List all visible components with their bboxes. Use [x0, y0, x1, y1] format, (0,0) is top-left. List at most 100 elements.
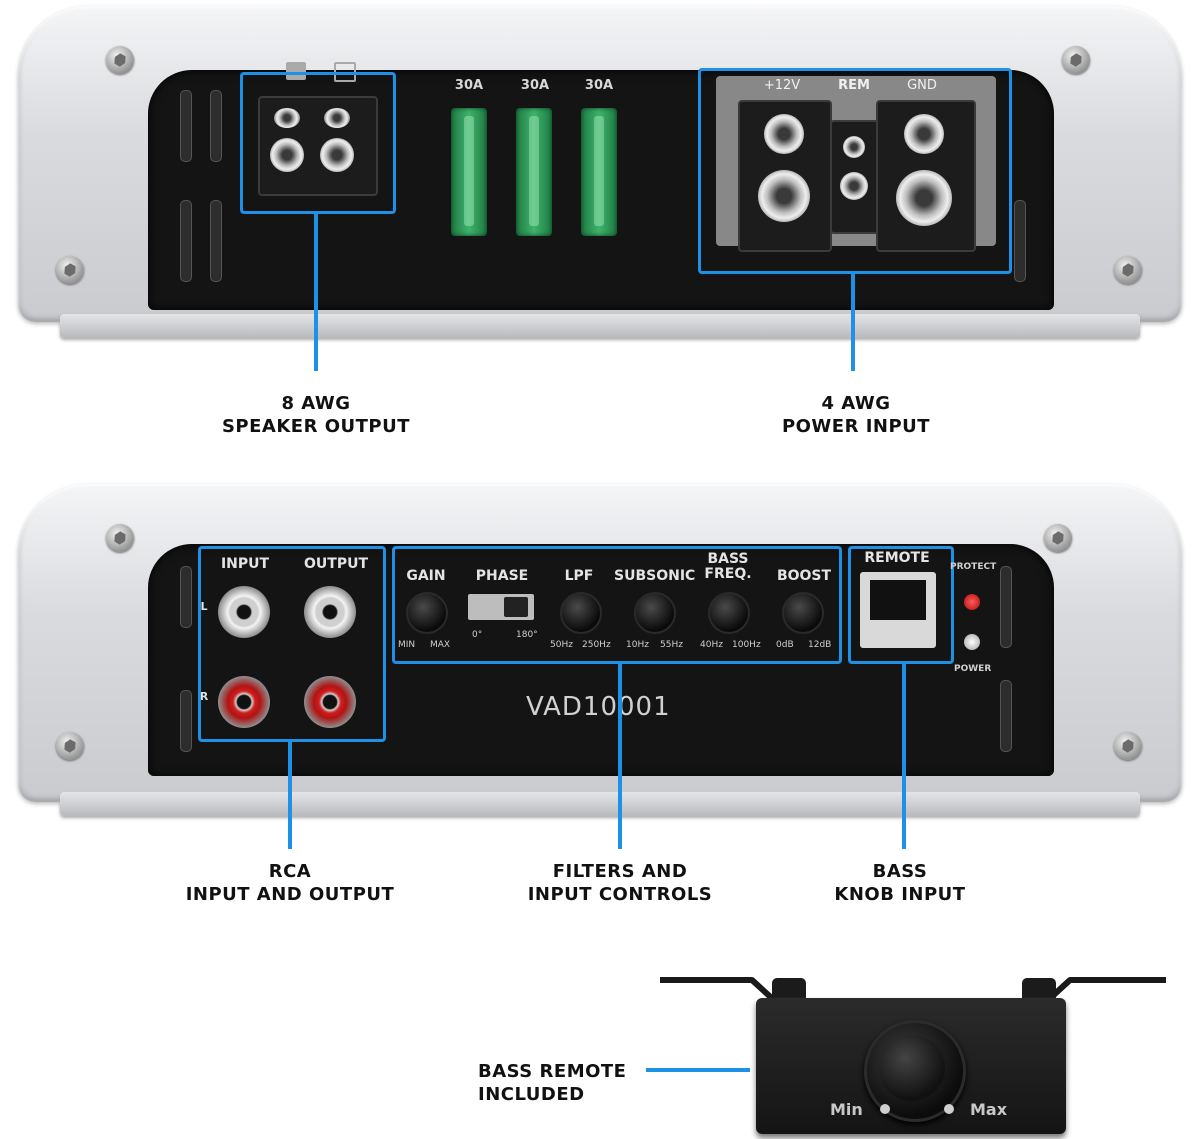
caption-line: KNOB INPUT	[834, 884, 966, 905]
caption-line: RCA	[268, 861, 312, 882]
lpf-label: LPF	[564, 568, 594, 584]
speaker-output-caption: 8 AWG SPEAKER OUTPUT	[196, 392, 436, 438]
boost-knob[interactable]	[782, 592, 824, 634]
fuse	[581, 108, 617, 236]
terminal-socket-icon	[840, 172, 868, 200]
top-amp-base	[60, 314, 1140, 338]
power-input-callout	[698, 68, 1012, 274]
lpf-min-label: 50Hz	[550, 640, 573, 650]
remote-min-label: Min	[830, 1100, 863, 1119]
bass-remote-caption: BASS REMOTE INCLUDED	[478, 1060, 678, 1106]
screw-icon	[56, 256, 84, 284]
gain-knob[interactable]	[406, 592, 448, 634]
caption-line: POWER INPUT	[781, 416, 931, 437]
filters-callout	[392, 546, 842, 664]
caption-line: INCLUDED	[478, 1084, 585, 1105]
remote-callout	[848, 546, 954, 664]
filters-leader	[618, 661, 622, 849]
phase-min-label: 0°	[472, 630, 483, 640]
power-label: POWER	[954, 664, 992, 674]
terminal-screw-icon	[274, 108, 300, 128]
caption-line: INPUT CONTROLS	[527, 884, 713, 905]
fuse	[451, 108, 487, 236]
screw-icon	[106, 46, 134, 74]
fuse-label: 30A	[520, 78, 550, 93]
screw-icon	[1062, 46, 1090, 74]
power-input-leader	[851, 271, 855, 371]
terminal-screw-icon	[324, 108, 350, 128]
power-led	[964, 634, 980, 650]
lpf-knob[interactable]	[560, 592, 602, 634]
subsonic-knob[interactable]	[634, 592, 676, 634]
caption-line: SPEAKER OUTPUT	[221, 416, 411, 437]
subsonic-min-label: 10Hz	[626, 640, 649, 650]
screw-icon	[106, 524, 134, 552]
speaker-terminal-block	[258, 96, 378, 196]
fuse-label: 30A	[584, 78, 614, 93]
screw-icon	[1114, 732, 1142, 760]
phase-max-label: 180°	[516, 630, 538, 640]
vent-slot	[1000, 680, 1012, 752]
rca-input-label: INPUT	[220, 556, 270, 572]
fuse-label: 30A	[454, 78, 484, 93]
remote-label: REMOTE	[864, 550, 930, 566]
phase-switch[interactable]	[468, 594, 534, 620]
model-number: VAD10001	[526, 692, 671, 722]
terminal-screw-icon	[843, 136, 865, 158]
remote-max-label: Max	[970, 1100, 1008, 1119]
power-label-12v: +12V	[763, 78, 801, 93]
protect-label: PROTECT	[950, 562, 997, 572]
power-terminal-gnd	[876, 100, 976, 252]
rca-leader	[288, 739, 292, 849]
power-label-gnd: GND	[907, 78, 937, 93]
caption-line: 4 AWG	[821, 393, 891, 414]
vent-slot	[210, 90, 222, 162]
rca-left-label: L	[200, 600, 208, 613]
bass-freq-knob[interactable]	[708, 592, 750, 634]
terminal-screw-icon	[764, 114, 804, 154]
gain-max-label: MAX	[430, 640, 451, 650]
bass-knob-caption: BASS KNOB INPUT	[780, 860, 1020, 906]
screw-icon	[56, 732, 84, 760]
phase-label: PHASE	[475, 568, 529, 584]
terminal-screw-icon	[320, 138, 354, 172]
vent-slot	[180, 90, 192, 162]
rca-callout	[198, 546, 386, 742]
bass-freq-min-label: 40Hz	[700, 640, 723, 650]
min-indicator-dot	[880, 1104, 890, 1114]
remote-port[interactable]	[860, 572, 936, 648]
max-indicator-dot	[944, 1104, 954, 1114]
rca-caption: RCA INPUT AND OUTPUT	[170, 860, 410, 906]
power-input-caption: 4 AWG POWER INPUT	[736, 392, 976, 438]
rca-output-left-jack[interactable]	[304, 586, 356, 638]
screw-icon	[1044, 524, 1072, 552]
fuse	[516, 108, 552, 236]
vent-slot	[1000, 566, 1012, 648]
caption-line: 8 AWG	[281, 393, 351, 414]
caption-line: BASS REMOTE	[478, 1061, 627, 1082]
vent-slot	[210, 200, 222, 282]
boost-max-label: 12dB	[808, 640, 832, 650]
rca-input-right-jack[interactable]	[218, 676, 270, 728]
bass-freq-max-label: 100Hz	[732, 640, 761, 650]
rca-input-left-jack[interactable]	[218, 586, 270, 638]
subsonic-max-label: 55Hz	[660, 640, 683, 650]
power-label-rem: REM	[838, 78, 870, 93]
bass-knob-leader	[902, 661, 906, 849]
rca-right-label: R	[199, 690, 209, 703]
terminal-screw-icon	[270, 138, 304, 172]
gain-min-label: MIN	[398, 640, 416, 650]
caption-line: FILTERS AND	[552, 861, 688, 882]
speaker-polarity-plus	[286, 62, 306, 80]
phase-switch-slider[interactable]	[504, 597, 528, 617]
bass-freq-label: BASS FREQ.	[704, 551, 752, 582]
screw-icon	[1114, 256, 1142, 284]
boost-label: BOOST	[776, 568, 832, 584]
terminal-screw-icon	[904, 114, 944, 154]
gain-label: GAIN	[406, 568, 446, 584]
speaker-output-callout	[240, 72, 396, 214]
bass-remote-leader	[646, 1068, 750, 1072]
terminal-socket-icon	[758, 170, 810, 222]
lpf-max-label: 250Hz	[582, 640, 611, 650]
rca-output-right-jack[interactable]	[304, 676, 356, 728]
